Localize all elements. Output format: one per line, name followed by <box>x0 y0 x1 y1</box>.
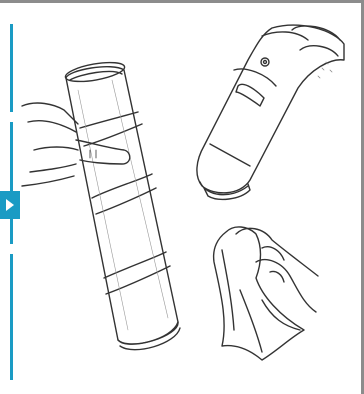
handheld-vacuum-icon <box>197 25 344 199</box>
hand-wiping-cloth-icon <box>214 227 318 360</box>
filter-roll-icon <box>64 59 180 350</box>
